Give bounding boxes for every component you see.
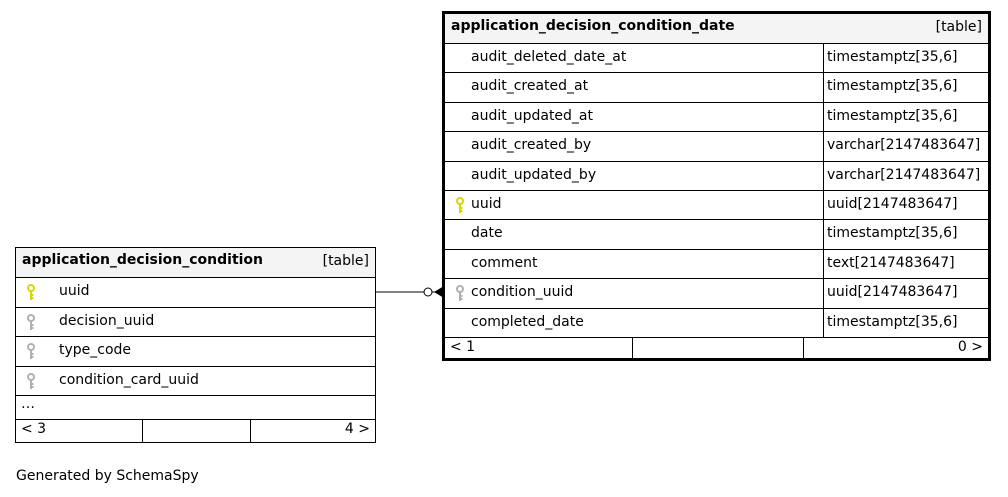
column-divider: [823, 279, 824, 308]
child-table-header[interactable]: application_decision_condition_date [tab…: [445, 14, 988, 44]
column-divider: [823, 220, 824, 249]
parent-table-children-link[interactable]: 4 >: [344, 421, 370, 437]
column-row[interactable]: audit_deleted_date_at timestamptz[35,6]: [445, 44, 988, 74]
column-name: type_code: [59, 342, 132, 358]
parent-table-parents-link[interactable]: < 3: [21, 421, 47, 437]
foreign-key-icon: [26, 372, 36, 391]
column-type: varchar[2147483647]: [827, 166, 981, 183]
column-name: audit_deleted_date_at: [471, 49, 627, 65]
generated-by-label: Generated by SchemaSpy: [16, 468, 199, 484]
column-row[interactable]: decision_uuid: [16, 308, 375, 337]
column-divider: [823, 132, 824, 161]
footer-divider: [632, 337, 633, 360]
column-type: text[2147483647]: [827, 254, 955, 271]
parent-table-footer: < 3 4 >: [16, 420, 375, 442]
column-type: timestamptz[35,6]: [827, 313, 958, 330]
column-type: timestamptz[35,6]: [827, 225, 958, 242]
column-type: timestamptz[35,6]: [827, 49, 958, 65]
column-name: date: [471, 225, 503, 242]
column-name: audit_updated_at: [471, 107, 594, 124]
child-table-name: application_decision_condition_date: [451, 18, 735, 34]
column-name: decision_uuid: [59, 312, 155, 329]
relationship-crowfoot-marker: [434, 286, 444, 298]
column-type: uuid[2147483647]: [827, 284, 958, 301]
column-divider: [823, 249, 824, 279]
column-row[interactable]: completed_date timestamptz[35,6]: [445, 308, 988, 338]
column-divider: [823, 44, 824, 73]
column-name: audit_updated_by: [471, 166, 597, 183]
child-table-kind: [table]: [935, 19, 982, 35]
column-type: uuid[2147483647]: [827, 195, 958, 212]
primary-key-icon: [26, 284, 36, 302]
column-type: timestamptz[35,6]: [827, 78, 958, 95]
parent-table-kind: [table]: [322, 253, 369, 269]
child-table[interactable]: application_decision_condition_date [tab…: [442, 11, 991, 361]
column-type: varchar[2147483647]: [827, 137, 981, 154]
foreign-key-icon: [26, 343, 36, 361]
column-row[interactable]: audit_updated_at timestamptz[35,6]: [445, 102, 988, 133]
column-divider: [823, 190, 824, 220]
column-row[interactable]: audit_created_at timestamptz[35,6]: [445, 73, 988, 103]
column-name: condition_card_uuid: [59, 371, 199, 388]
parent-table-header[interactable]: application_decision_condition [table]: [16, 248, 375, 278]
column-row[interactable]: uuid uuid[2147483647]: [445, 190, 988, 221]
foreign-key-icon: [455, 285, 465, 303]
column-type: timestamptz[35,6]: [827, 107, 958, 124]
column-row[interactable]: condition_card_uuid: [16, 367, 375, 396]
child-table-footer: < 1 0 >: [445, 337, 988, 360]
ellipsis-text: …: [21, 396, 35, 412]
column-name: completed_date: [471, 313, 584, 330]
column-divider: [823, 308, 824, 337]
column-name: comment: [471, 254, 538, 271]
foreign-key-icon: [26, 313, 36, 332]
column-row[interactable]: uuid: [16, 278, 375, 308]
column-row[interactable]: type_code: [16, 337, 375, 367]
column-row[interactable]: condition_uuid uuid[2147483647]: [445, 279, 988, 309]
column-divider: [823, 161, 824, 190]
column-name: audit_created_at: [471, 78, 589, 95]
column-name: uuid: [471, 195, 502, 212]
column-row[interactable]: audit_updated_by varchar[2147483647]: [445, 161, 988, 191]
column-row[interactable]: audit_created_by varchar[2147483647]: [445, 132, 988, 162]
column-divider: [823, 73, 824, 102]
column-divider: [823, 102, 824, 132]
footer-divider: [803, 337, 804, 360]
parent-table[interactable]: application_decision_condition [table] u…: [15, 247, 376, 443]
footer-divider: [250, 420, 251, 442]
relationship-optional-marker: [423, 287, 433, 297]
parent-table-more-columns: …: [16, 396, 375, 420]
primary-key-icon: [455, 196, 465, 215]
parent-table-name: application_decision_condition: [22, 252, 264, 268]
column-row[interactable]: date timestamptz[35,6]: [445, 220, 988, 250]
child-table-children-link[interactable]: 0 >: [957, 338, 983, 355]
footer-divider: [142, 420, 143, 442]
column-name: condition_uuid: [471, 284, 574, 301]
column-row[interactable]: comment text[2147483647]: [445, 249, 988, 280]
column-name: audit_created_by: [471, 137, 592, 154]
child-table-parents-link[interactable]: < 1: [450, 338, 476, 355]
column-name: uuid: [59, 283, 90, 299]
